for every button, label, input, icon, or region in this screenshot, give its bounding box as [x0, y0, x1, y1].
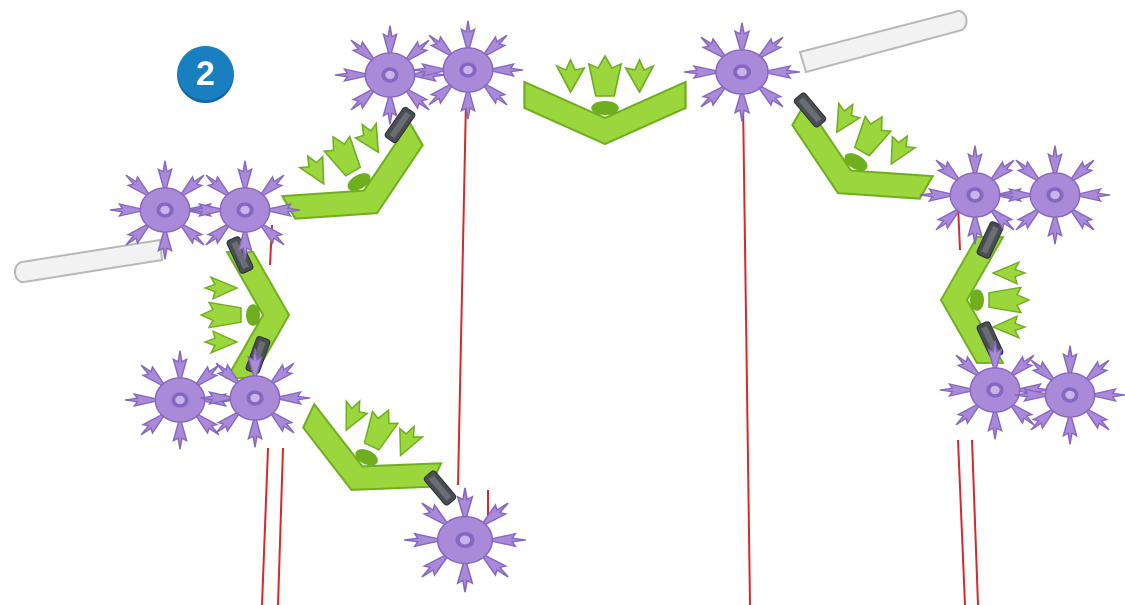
star-connector-lower-right-a: [940, 341, 1050, 440]
green-connector-bottom-left: [288, 381, 452, 520]
star-connector-left-b: [190, 161, 300, 260]
star-connector-bottom: [404, 488, 526, 592]
star-connector-top-right: [684, 23, 800, 122]
star-connector-lower-right-b: [1015, 346, 1125, 445]
white-rod-left: [15, 240, 162, 282]
clip-4: [423, 470, 457, 507]
star-connector-lower-left-b: [200, 349, 310, 448]
star-connector-top-left-b: [413, 21, 523, 120]
green-connector-upper-left: [269, 100, 440, 250]
green-connector-top: [525, 56, 686, 144]
star-connector-right-b: [1000, 146, 1110, 245]
white-rod-right: [800, 11, 966, 72]
